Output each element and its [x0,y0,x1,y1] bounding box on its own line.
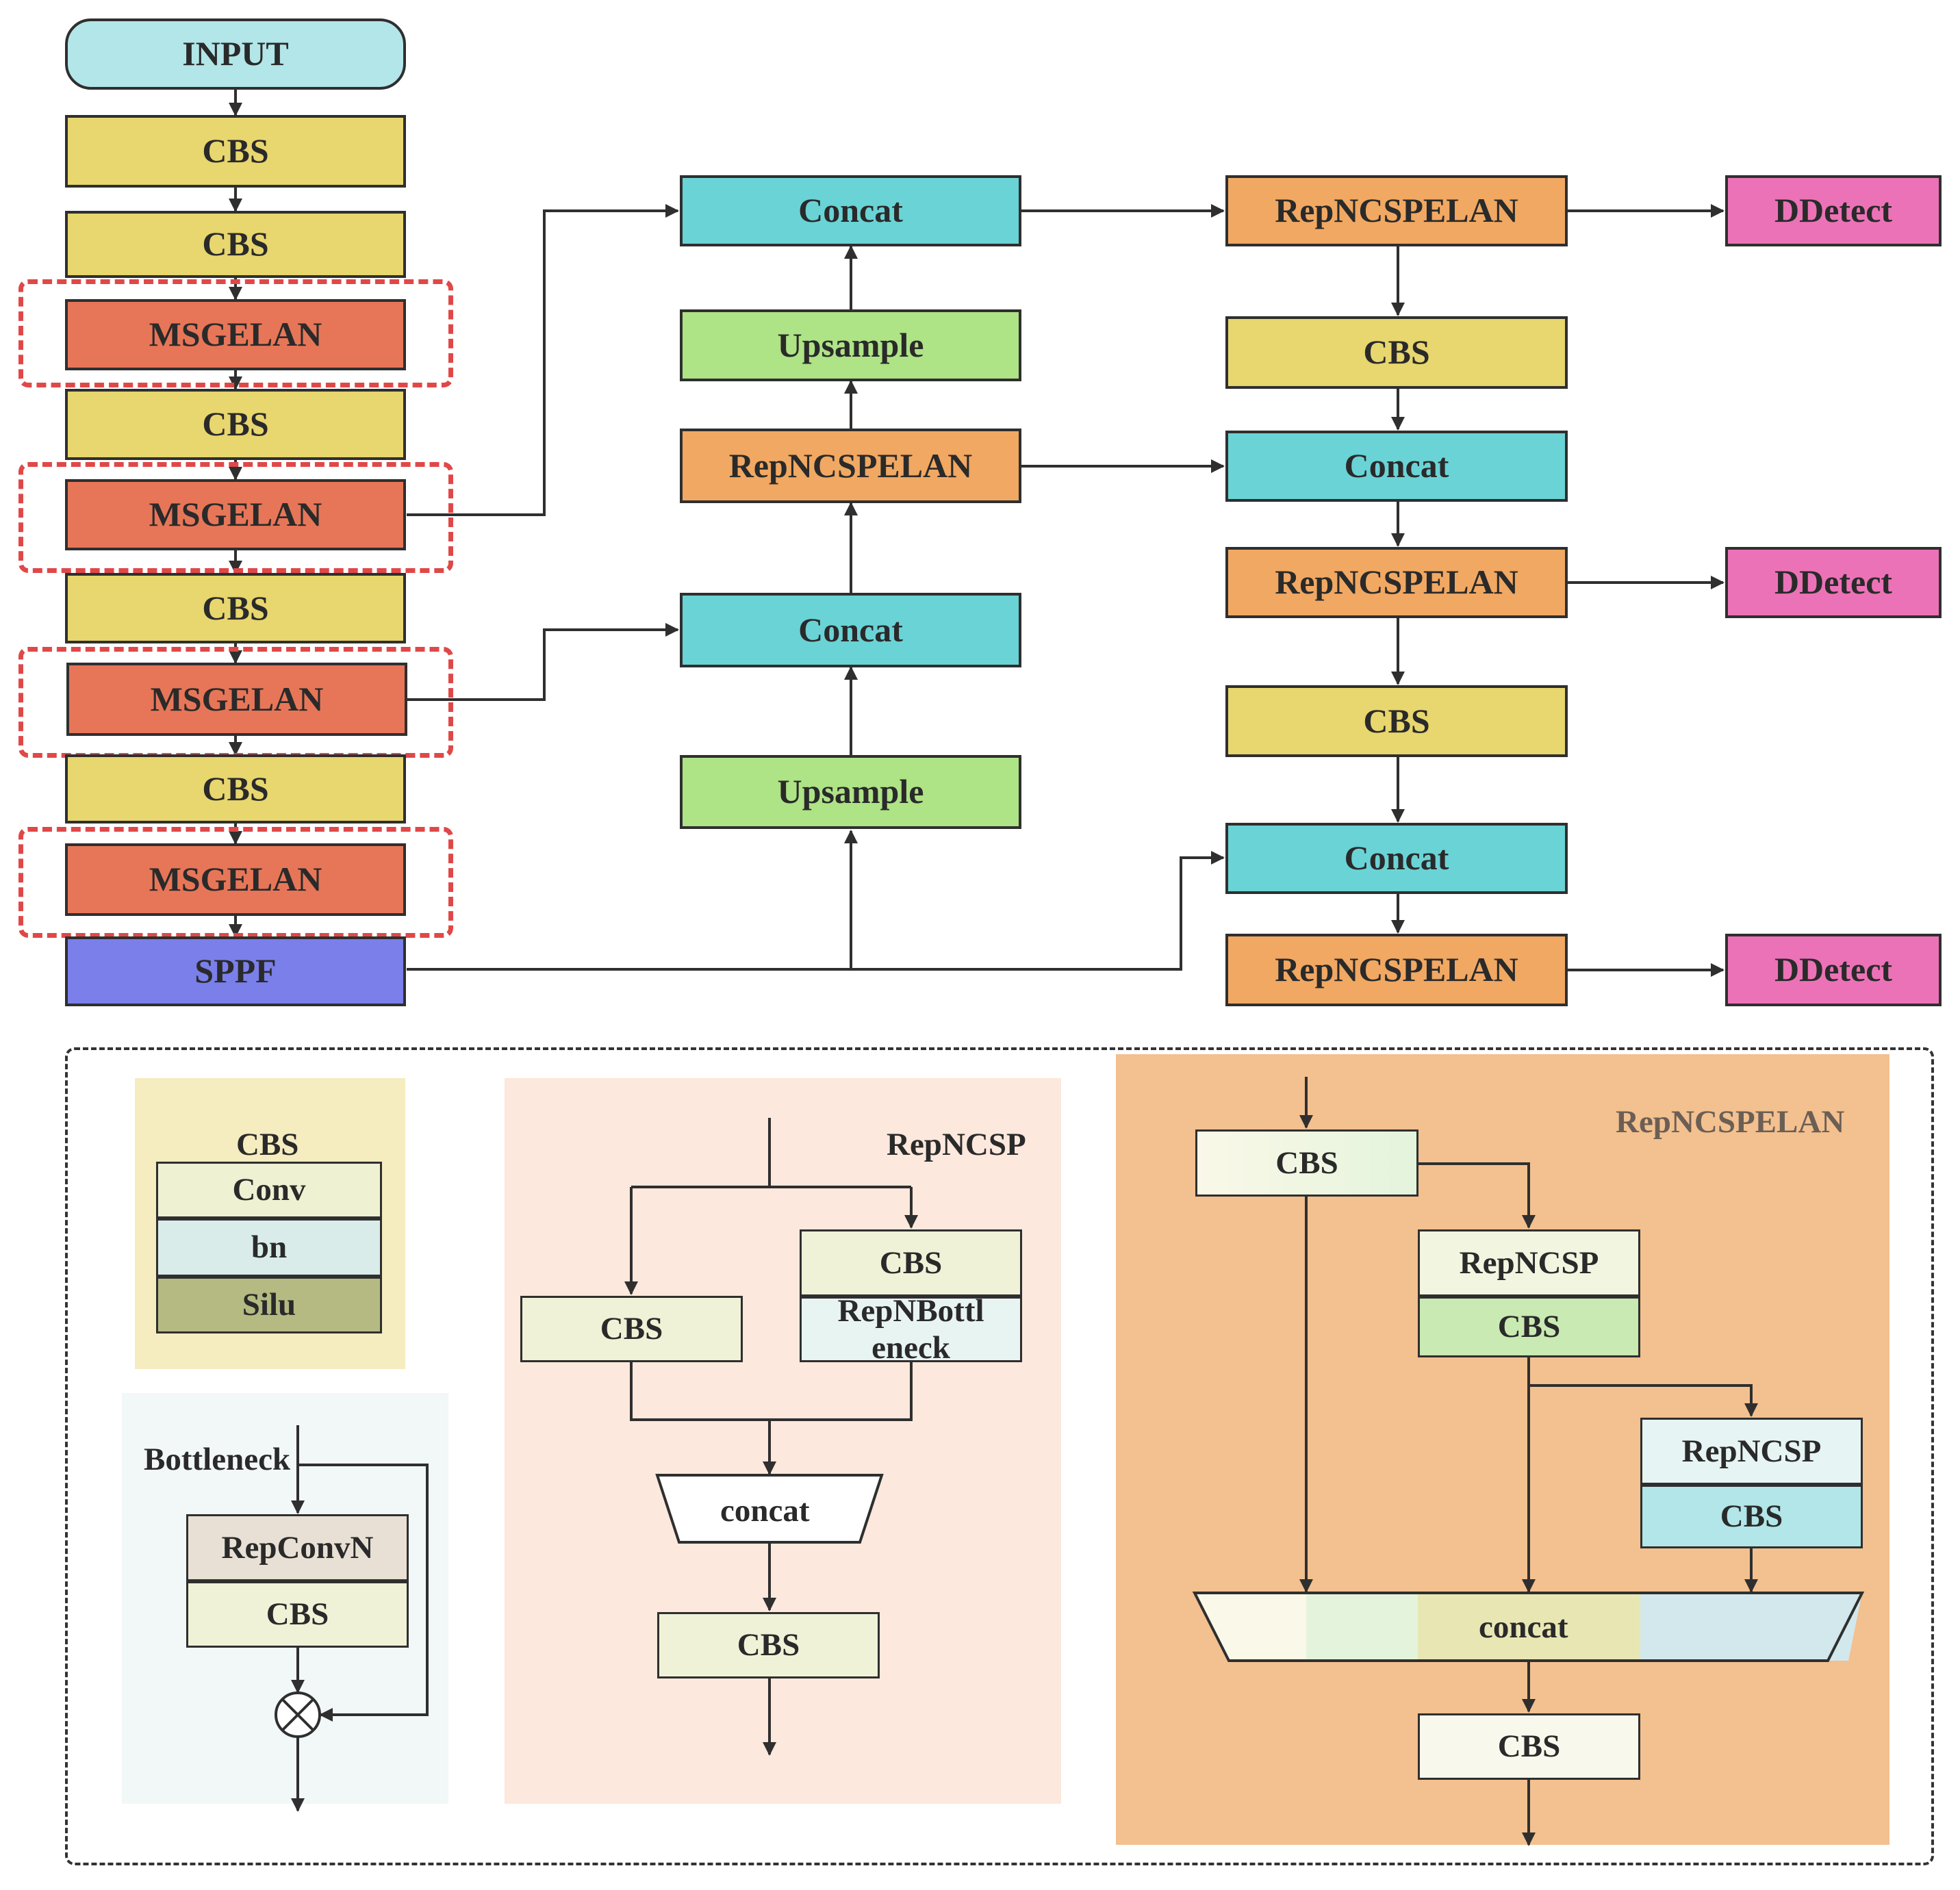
head-concat-2: Concat [1225,823,1568,894]
legend-bottleneck-title: Bottleneck [144,1442,291,1477]
input-node: INPUT [65,18,406,90]
legend-bn: bn [156,1218,382,1277]
legend-repncsp-cbs-left: CBS [520,1296,743,1362]
repncsp-concat-shape [655,1474,884,1544]
backbone-msgelan-2: MSGELAN [65,479,406,550]
legend-elan-cbs-b: CBS [1640,1485,1863,1548]
head-repncspelan-1: RepNCSPELAN [1225,175,1568,246]
head-repncspelan-2: RepNCSPELAN [1225,547,1568,618]
backbone-sppf: SPPF [65,936,406,1006]
legend-repncspelan-title: RepNCSPELAN [1616,1104,1845,1140]
ddetect-2: DDetect [1725,547,1942,618]
legend-repncsp-cbs-right: CBS [800,1229,1022,1297]
neck-repncspelan: RepNCSPELAN [680,429,1021,503]
legend-elan-cbs-top: CBS [1195,1129,1418,1197]
legend-repconvn: RepConvN [186,1514,409,1581]
head-concat-1: Concat [1225,431,1568,502]
backbone-msgelan-1: MSGELAN [65,299,406,370]
legend-frame [65,1047,1934,1865]
head-cbs-2: CBS [1225,685,1568,757]
backbone-cbs-2: CBS [65,211,406,278]
legend-repnbottleneck: RepNBottl eneck [800,1293,1022,1366]
legend-repncsp-title: RepNCSP [887,1127,1026,1162]
legend-elan-cbs-a: CBS [1418,1297,1640,1357]
legend-elan-repncsp-1: RepNCSP [1418,1229,1640,1297]
multiply-node [275,1691,321,1738]
legend-elan-concat: concat [1479,1609,1568,1645]
legend-repncsp-concat: concat [720,1493,810,1529]
legend-elan-repncsp-2: RepNCSP [1640,1418,1863,1485]
ddetect-3: DDetect [1725,934,1942,1006]
backbone-cbs-4: CBS [65,573,406,643]
backbone-cbs-1: CBS [65,115,406,188]
ddetect-1: DDetect [1725,175,1942,246]
repncspelan-concat-shape [1192,1592,1865,1662]
msgelan2-highlight [18,462,453,573]
legend-cbs-title: CBS [236,1127,299,1162]
msgelan4-highlight [18,827,453,938]
neck-concat-mid: Concat [680,593,1021,667]
legend-repncsp-cbs-out: CBS [657,1612,880,1678]
head-cbs-1: CBS [1225,316,1568,389]
neck-upsample-top: Upsample [680,309,1021,381]
backbone-msgelan-4: MSGELAN [65,843,406,916]
legend-conv: Conv [156,1162,382,1218]
msgelan1-highlight [18,279,453,387]
legend-bottleneck-cbs: CBS [186,1581,409,1648]
backbone-msgelan-3: MSGELAN [66,663,407,736]
legend-silu: Silu [156,1277,382,1333]
legend-elan-cbs-out: CBS [1418,1713,1640,1780]
neck-upsample-bottom: Upsample [680,755,1021,829]
backbone-cbs-3: CBS [65,389,406,460]
neck-concat-top: Concat [680,175,1021,246]
backbone-cbs-5: CBS [65,754,406,823]
legend-repncsp-region [505,1078,1061,1804]
head-repncspelan-3: RepNCSPELAN [1225,934,1568,1006]
